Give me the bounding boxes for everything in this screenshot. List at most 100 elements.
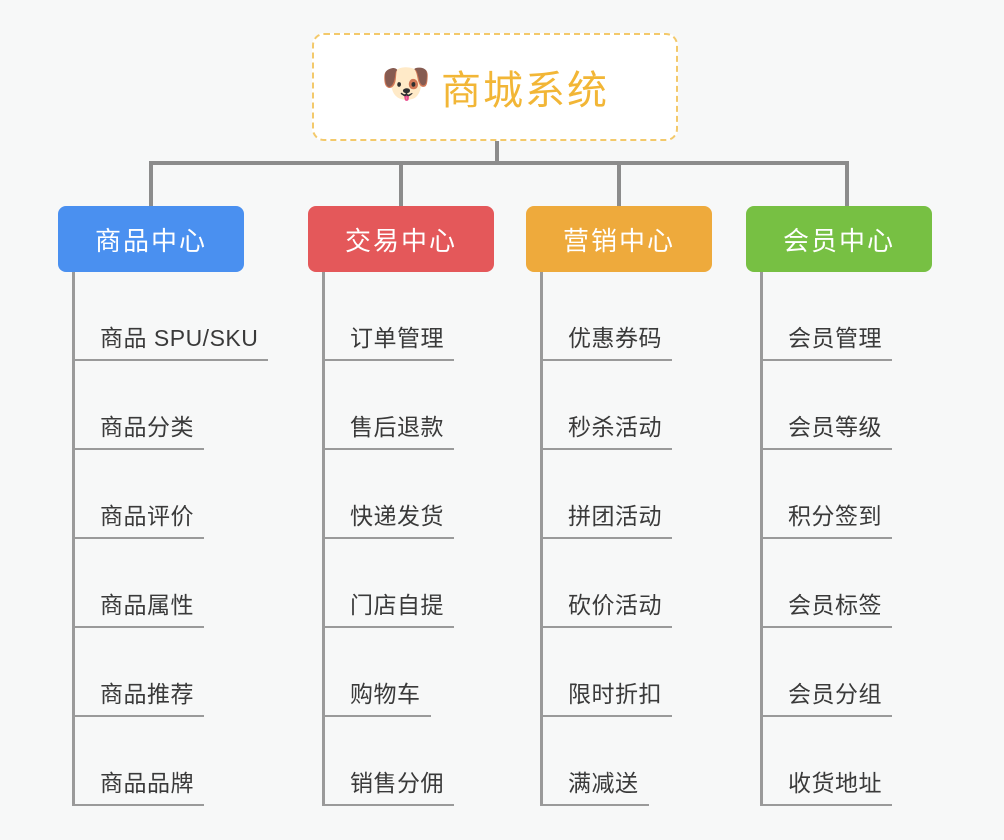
leaf-item-underline	[72, 537, 204, 539]
leaf-item-underline	[760, 359, 892, 361]
leaf-item-underline	[322, 626, 454, 628]
connector-drop-1	[399, 161, 403, 206]
leaf-item-underline	[760, 537, 892, 539]
branch-column-trade-center: 交易中心 订单管理售后退款快递发货门店自提购物车销售分佣	[308, 206, 494, 806]
connector-drop-3	[845, 161, 849, 206]
dog-face-icon: 🐶	[381, 62, 431, 106]
leaf-item[interactable]: 商品 SPU/SKU	[58, 272, 268, 361]
leaf-item[interactable]: 售后退款	[308, 361, 494, 450]
leaf-item-label: 拼团活动	[568, 503, 662, 529]
leaf-item[interactable]: 秒杀活动	[526, 361, 712, 450]
leaf-item-underline	[760, 448, 892, 450]
leaf-item-underline	[322, 359, 454, 361]
leaf-item[interactable]: 会员标签	[746, 539, 932, 628]
leaf-item-label: 售后退款	[350, 414, 444, 440]
leaf-item[interactable]: 拼团活动	[526, 450, 712, 539]
leaf-item-underline	[540, 448, 672, 450]
branch-header-marketing-center[interactable]: 营销中心	[526, 206, 712, 272]
leaf-item-underline	[540, 359, 672, 361]
branch-spine	[760, 272, 763, 806]
leaf-item-label: 订单管理	[350, 325, 444, 351]
leaf-item-underline	[540, 715, 672, 717]
leaf-item[interactable]: 限时折扣	[526, 628, 712, 717]
leaf-item[interactable]: 订单管理	[308, 272, 494, 361]
connector-horizontal-bus	[149, 161, 849, 165]
leaf-item-label: 会员管理	[788, 325, 882, 351]
leaf-item[interactable]: 商品属性	[58, 539, 244, 628]
leaf-item[interactable]: 砍价活动	[526, 539, 712, 628]
leaf-item-underline	[322, 715, 431, 717]
leaf-item-label: 满减送	[568, 770, 639, 796]
leaf-item[interactable]: 会员等级	[746, 361, 932, 450]
branch-spine	[322, 272, 325, 806]
branch-spine	[540, 272, 543, 806]
leaf-item-underline	[322, 804, 454, 806]
branch-column-member-center: 会员中心 会员管理会员等级积分签到会员标签会员分组收货地址	[746, 206, 932, 806]
branch-items-product-center: 商品 SPU/SKU 商品分类商品评价商品属性商品推荐商品品牌	[58, 272, 268, 806]
branch-header-trade-center[interactable]: 交易中心	[308, 206, 494, 272]
leaf-item-label: 门店自提	[350, 592, 444, 618]
leaf-item-label: 商品分类	[100, 414, 194, 440]
leaf-item-underline	[540, 804, 649, 806]
branch-header-label: 会员中心	[782, 225, 895, 256]
leaf-item[interactable]: 购物车	[308, 628, 494, 717]
connector-root-stem	[495, 141, 499, 165]
leaf-item-underline	[540, 626, 672, 628]
leaf-item-label: 会员等级	[788, 414, 882, 440]
leaf-item-label: 快递发货	[350, 503, 444, 529]
branch-header-member-center[interactable]: 会员中心	[746, 206, 932, 272]
leaf-item-underline	[322, 537, 454, 539]
leaf-item[interactable]: 满减送	[526, 717, 712, 806]
branch-header-label: 营销中心	[562, 225, 675, 256]
leaf-item[interactable]: 积分签到	[746, 450, 932, 539]
leaf-item-label: 销售分佣	[350, 770, 444, 796]
leaf-item[interactable]: 商品品牌	[58, 717, 244, 806]
branch-items-marketing-center: 优惠券码秒杀活动拼团活动砍价活动限时折扣满减送	[526, 272, 712, 806]
branch-header-label: 商品中心	[94, 225, 207, 256]
leaf-item[interactable]: 商品分类	[58, 361, 244, 450]
leaf-item-underline	[322, 448, 454, 450]
root-node[interactable]: 🐶 商城系统	[312, 33, 678, 141]
leaf-item-label: 会员标签	[788, 592, 882, 618]
branch-items-member-center: 会员管理会员等级积分签到会员标签会员分组收货地址	[746, 272, 932, 806]
root-node-title: 商城系统	[441, 69, 609, 113]
leaf-item[interactable]: 会员分组	[746, 628, 932, 717]
leaf-item-underline	[72, 804, 204, 806]
leaf-item[interactable]: 商品推荐	[58, 628, 244, 717]
branch-column-product-center: 商品中心 商品 SPU/SKU 商品分类商品评价商品属性商品推荐商品品牌	[58, 206, 268, 806]
leaf-item[interactable]: 优惠券码	[526, 272, 712, 361]
leaf-item[interactable]: 会员管理	[746, 272, 932, 361]
leaf-item[interactable]: 销售分佣	[308, 717, 494, 806]
leaf-item-underline	[540, 537, 672, 539]
leaf-item-label: 秒杀活动	[568, 414, 662, 440]
leaf-item-label: 商品评价	[100, 503, 194, 529]
leaf-item-label: 会员分组	[788, 681, 882, 707]
leaf-item-label: 砍价活动	[568, 592, 662, 618]
branch-column-marketing-center: 营销中心 优惠券码秒杀活动拼团活动砍价活动限时折扣满减送	[526, 206, 712, 806]
leaf-item-label: 商品推荐	[100, 681, 194, 707]
leaf-item-label: 商品 SPU/SKU	[100, 325, 259, 351]
connector-drop-2	[617, 161, 621, 206]
leaf-item-underline	[72, 448, 204, 450]
leaf-item-underline	[72, 715, 204, 717]
leaf-item-label: 积分签到	[788, 503, 882, 529]
leaf-item-underline	[760, 715, 892, 717]
branch-header-label: 交易中心	[344, 225, 457, 256]
leaf-item-label: 优惠券码	[568, 325, 662, 351]
leaf-item-label: 商品品牌	[100, 770, 194, 796]
leaf-item-label: 限时折扣	[568, 681, 662, 707]
leaf-item[interactable]: 门店自提	[308, 539, 494, 628]
branch-header-product-center[interactable]: 商品中心	[58, 206, 244, 272]
connector-drop-0	[149, 161, 153, 206]
branch-items-trade-center: 订单管理售后退款快递发货门店自提购物车销售分佣	[308, 272, 494, 806]
leaf-item-label: 商品属性	[100, 592, 194, 618]
leaf-item-label: 购物车	[350, 681, 421, 707]
leaf-item[interactable]: 快递发货	[308, 450, 494, 539]
leaf-item-underline	[760, 804, 892, 806]
branch-spine	[72, 272, 75, 806]
leaf-item-label: 收货地址	[788, 770, 882, 796]
leaf-item[interactable]: 收货地址	[746, 717, 932, 806]
leaf-item-underline	[72, 626, 204, 628]
leaf-item[interactable]: 商品评价	[58, 450, 244, 539]
